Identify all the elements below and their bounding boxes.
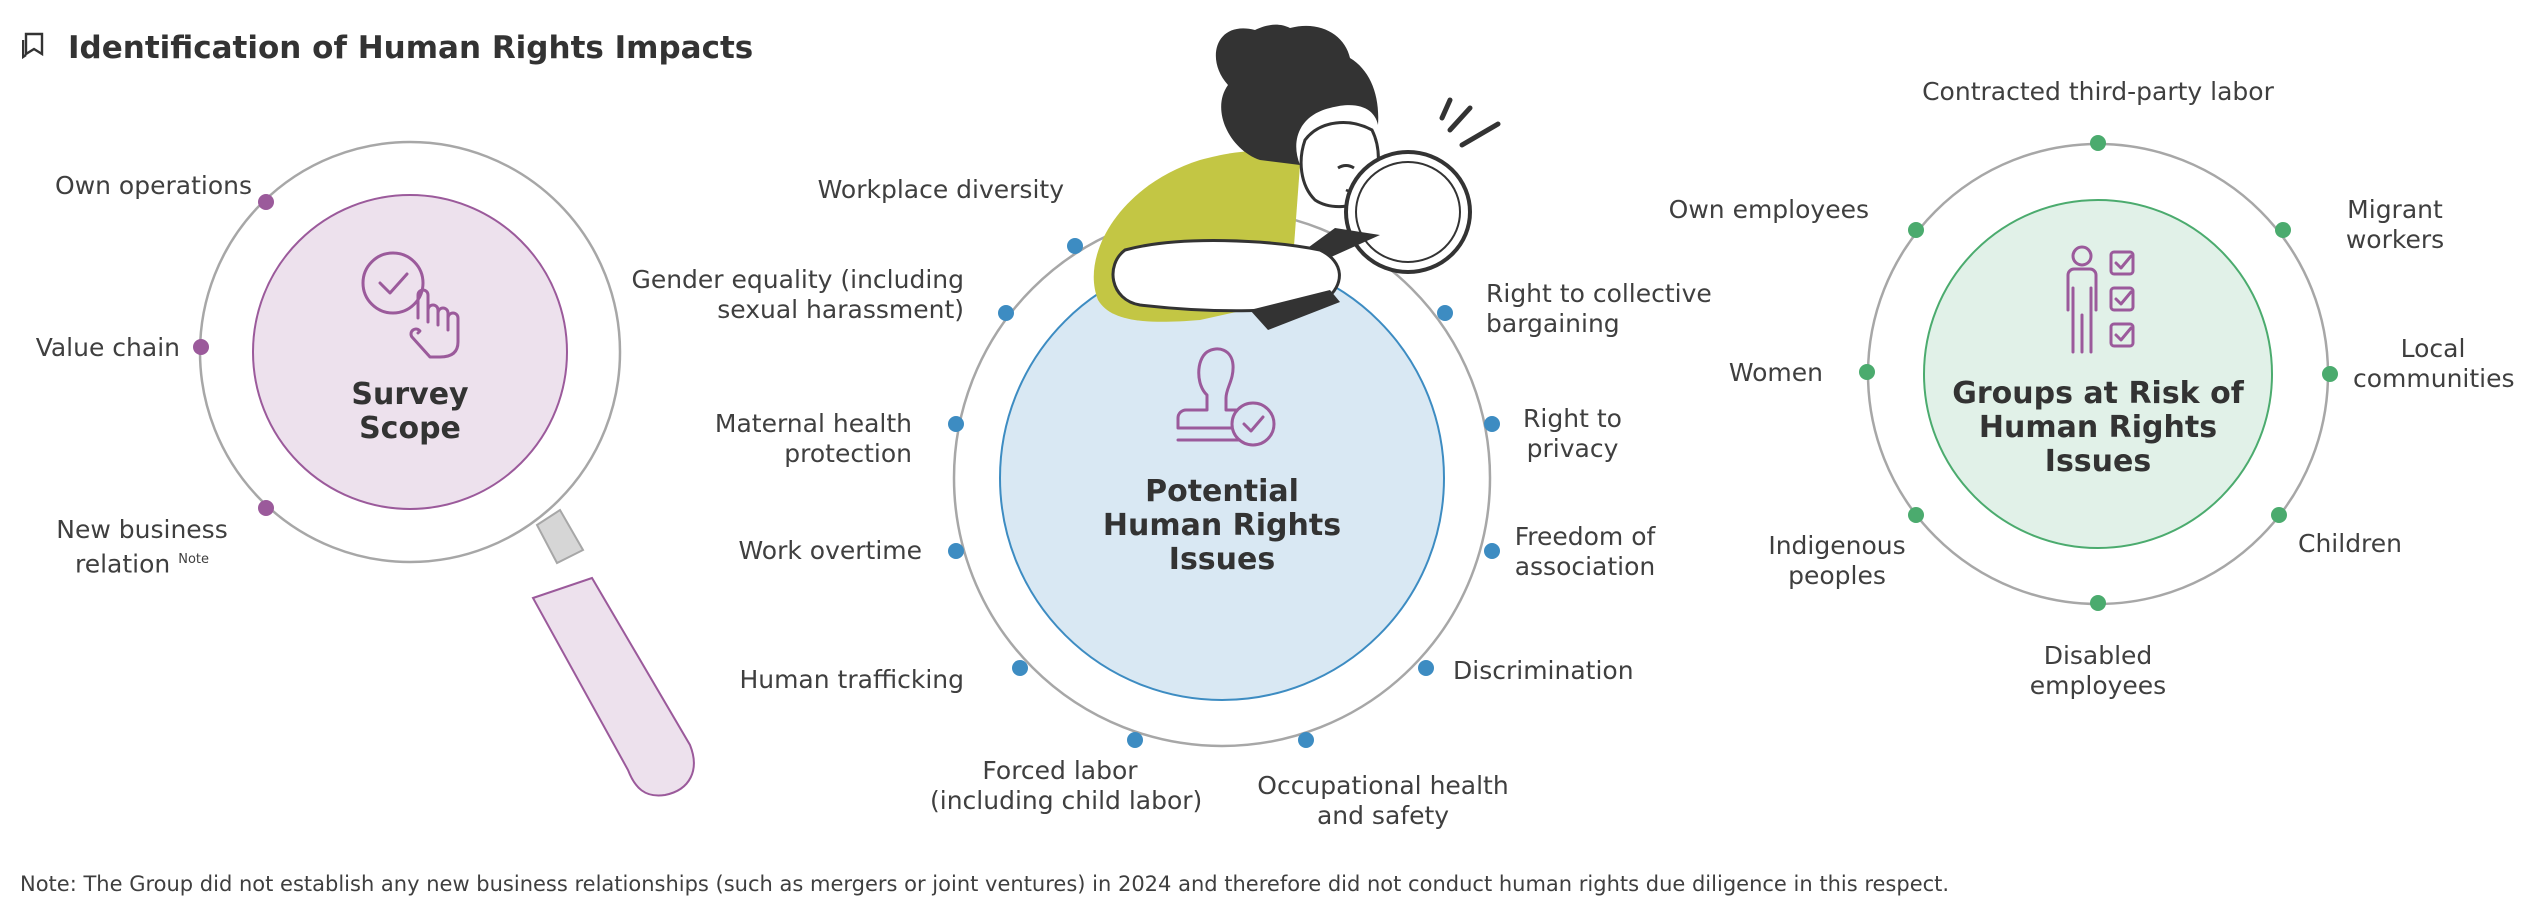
dot-occupational-health [1298, 732, 1314, 748]
dot-workplace-diversity [1067, 238, 1083, 254]
bookmark-icon [22, 32, 44, 60]
dot-freedom-of-association [1484, 543, 1500, 559]
label-children: Children [2298, 529, 2403, 558]
magnifier-handle [531, 508, 695, 797]
stamp-check-icon [1176, 347, 1276, 447]
dot-right-to-collective-bargaining [1437, 305, 1453, 321]
dot-children [2271, 507, 2287, 523]
label-freedom-of-association: Freedom of association [1514, 522, 1656, 581]
label-disabled-employees: Disabled employees [2029, 641, 2167, 700]
dot-own-employees [1908, 222, 1924, 238]
label-contracted-labor: Contracted third-party labor [1922, 77, 2274, 106]
dot-own-operations [258, 194, 274, 210]
label-migrant-workers: Migrant workers [2345, 195, 2445, 254]
label-maternal-health: Maternal health protection [714, 409, 912, 468]
label-gender-equality: Gender equality (including sexual harass… [631, 265, 964, 324]
person-checklist-icon [2066, 245, 2135, 354]
dot-maternal-health [948, 416, 964, 432]
woman-magnifier-illustration [1093, 24, 1501, 330]
dot-discrimination [1418, 660, 1434, 676]
dot-right-to-privacy [1484, 416, 1500, 432]
label-women: Women [1728, 358, 1823, 387]
page-title: Identification of Human Rights Impacts [68, 30, 754, 66]
label-own-operations: Own operations [55, 171, 252, 200]
touch-check-icon [361, 251, 460, 359]
label-discrimination: Discrimination [1453, 656, 1634, 685]
dot-contracted-labor [2090, 135, 2106, 151]
dot-value-chain [193, 339, 209, 355]
label-right-to-privacy: Right to privacy [1523, 404, 1622, 463]
label-workplace-diversity: Workplace diversity [817, 175, 1064, 204]
label-occupational-health: Occupational health and safety [1257, 771, 1509, 830]
dot-human-trafficking [1012, 660, 1028, 676]
label-right-to-collective-bargaining: Right to collective bargaining [1486, 279, 1712, 338]
dot-local-communities [2322, 366, 2338, 382]
label-own-employees: Own employees [1668, 195, 1869, 224]
dot-migrant-workers [2275, 222, 2291, 238]
label-work-overtime: Work overtime [738, 536, 922, 565]
dot-work-overtime [948, 543, 964, 559]
dot-disabled-employees [2090, 595, 2106, 611]
label-local-communities: Local communities [2353, 334, 2515, 393]
label-indigenous-peoples: Indigenous peoples [1768, 531, 1906, 590]
footnote: Note: The Group did not establish any ne… [20, 872, 1950, 896]
dot-indigenous-peoples [1908, 507, 1924, 523]
label-new-business-relation: New business relation Note [56, 515, 228, 579]
dot-forced-labor [1127, 732, 1143, 748]
survey-scope-circle [252, 194, 568, 510]
dot-gender-equality [998, 305, 1014, 321]
dot-new-business-relation [258, 500, 274, 516]
label-human-trafficking: Human trafficking [739, 665, 964, 694]
label-forced-labor: Forced labor (including child labor) [930, 756, 1203, 815]
dot-women [1859, 364, 1875, 380]
survey-scope-title: Survey Scope [351, 377, 469, 446]
risk-groups-circle [1923, 199, 2273, 549]
potential-issues-title: Potential Human Rights Issues [1102, 474, 1342, 577]
risk-groups-title: Groups at Risk of Human Rights Issues [1952, 376, 2244, 479]
label-value-chain: Value chain [35, 333, 180, 362]
